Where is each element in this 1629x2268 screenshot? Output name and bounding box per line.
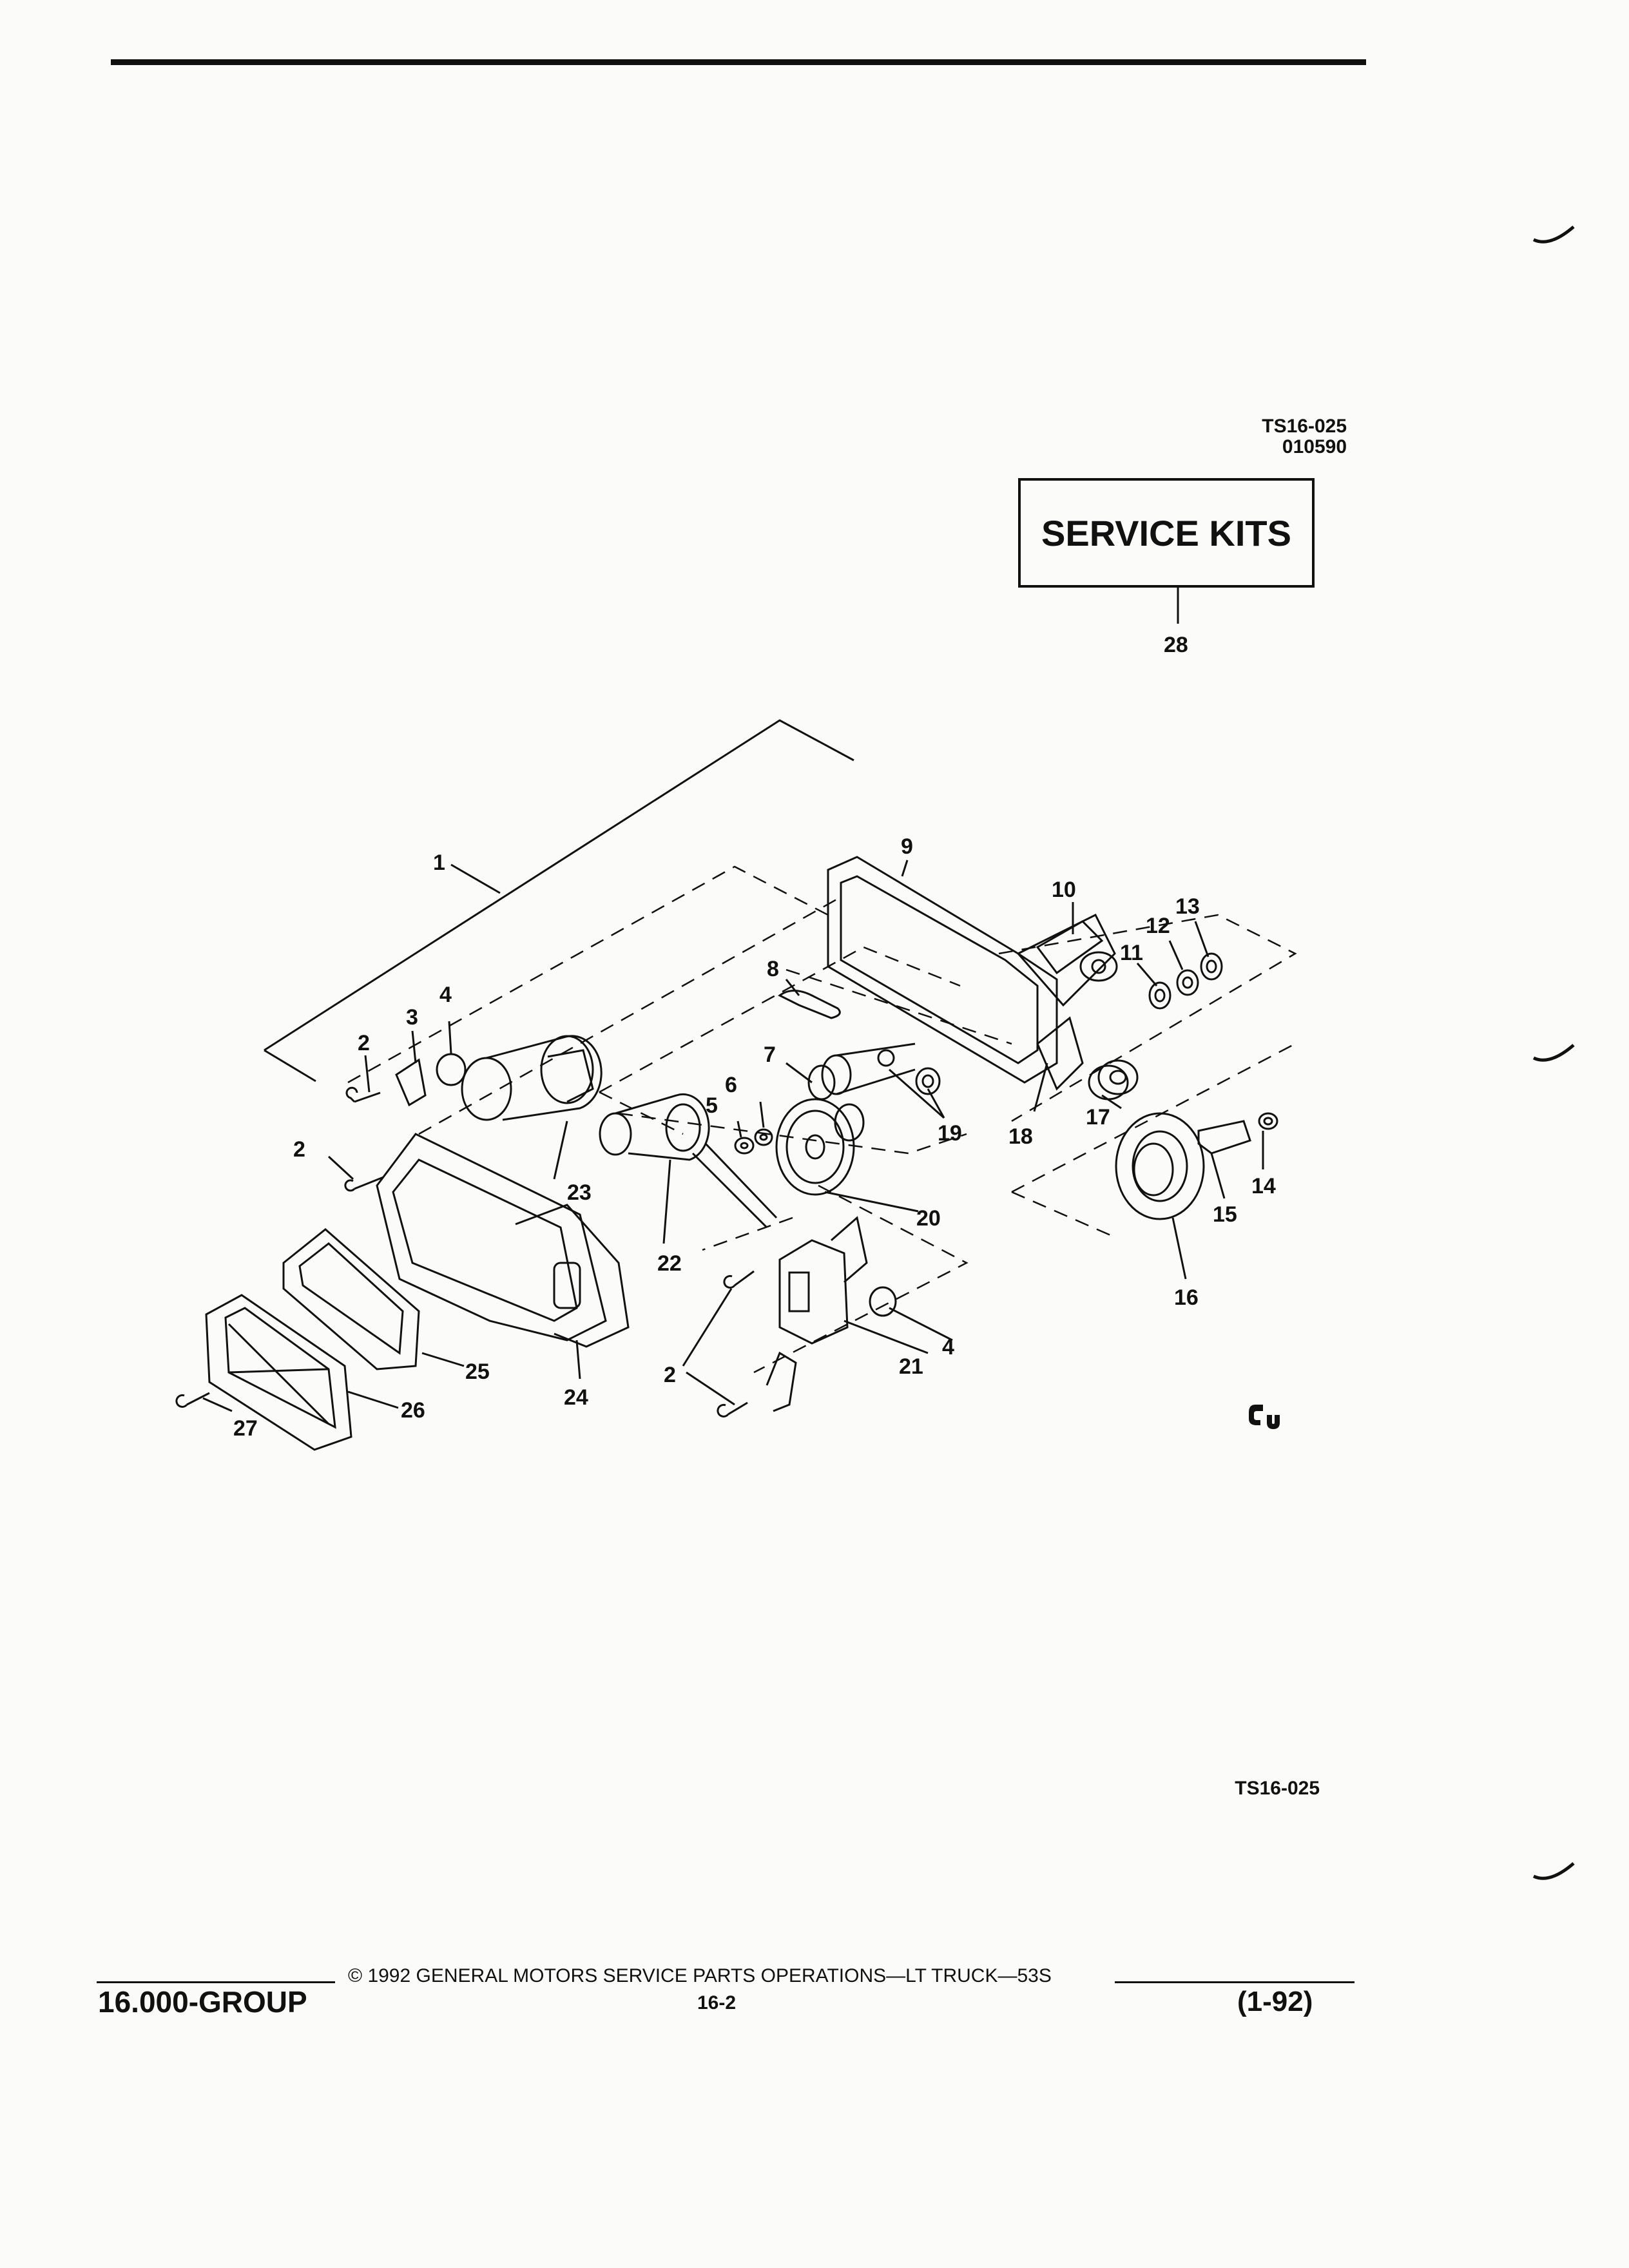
footer-group: 16.000-GROUP [98, 1985, 307, 2019]
part-22-armature [599, 1093, 778, 1229]
part-26-cover [205, 1294, 352, 1451]
part-27-screw [175, 1392, 210, 1408]
part-25-circuit-board [282, 1228, 420, 1370]
callout-6: 6 [725, 1073, 737, 1097]
callout-7: 7 [764, 1043, 776, 1067]
leader-lines [202, 860, 1264, 1412]
callout-23: 23 [567, 1180, 592, 1205]
callout-22: 22 [657, 1251, 682, 1276]
callout-13: 13 [1175, 894, 1200, 919]
footer-copyright: © 1992 GENERAL MOTORS SERVICE PARTS OPER… [348, 1965, 1052, 1986]
part-20-gear [775, 1098, 865, 1196]
figure-code-header: TS16-025 010590 [1211, 416, 1347, 457]
part-10 [1036, 920, 1104, 975]
service-kits-box: SERVICE KITS [1018, 478, 1315, 588]
callout-14: 14 [1251, 1174, 1276, 1198]
callout-8: 8 [767, 957, 779, 981]
part-8-clip [778, 990, 841, 1019]
callout-4: 4 [439, 983, 452, 1007]
washers-11-13 [1148, 952, 1223, 1010]
callout-24: 24 [564, 1385, 588, 1410]
callout-21: 21 [899, 1354, 923, 1379]
callout-18: 18 [1008, 1124, 1033, 1149]
part-2-clip [766, 1351, 797, 1412]
callout-9: 9 [901, 834, 913, 859]
part-16-seal [1115, 1112, 1205, 1220]
assembly-bracket-bottom [264, 1049, 316, 1082]
part-24-gear-housing [376, 1133, 630, 1348]
callout-16: 16 [1174, 1285, 1199, 1310]
dashed-guides [347, 865, 1297, 1374]
figure-code-footer: TS16-025 [1235, 1778, 1320, 1799]
callout-12: 12 [1146, 914, 1170, 938]
callout-2: 2 [293, 1137, 305, 1162]
service-kits-label: SERVICE KITS [1041, 512, 1291, 553]
callout-19: 19 [938, 1121, 962, 1146]
callout-20: 20 [916, 1206, 941, 1231]
callout-17: 17 [1086, 1105, 1110, 1129]
part-21-brush-holder [778, 1216, 868, 1345]
part-4-plug-a [436, 1053, 467, 1086]
part-7-gear [807, 1043, 916, 1100]
callout-26: 26 [401, 1398, 425, 1423]
screws-2 [344, 1086, 755, 1418]
part-3-bracket [395, 1058, 427, 1107]
part-23-motor-can [461, 1035, 602, 1121]
callout-25: 25 [465, 1360, 490, 1384]
part-15-bracket [1197, 1120, 1251, 1155]
callout-3: 3 [406, 1005, 418, 1030]
footer-rule-left [97, 1981, 335, 1983]
top-rule [111, 59, 1366, 65]
callout-labels: 28 1 2 2 2 2 3 4 4 5 6 7 8 9 10 11 12 13… [233, 633, 1276, 1441]
binder-marks [1532, 226, 1575, 1880]
callout-5: 5 [706, 1093, 718, 1118]
footer-revision: (1-92) [1237, 1986, 1313, 2017]
leader-1 [450, 863, 501, 894]
callout-11: 11 [1120, 941, 1143, 965]
callout-4: 4 [942, 1335, 954, 1360]
footer-rule-right [1115, 1981, 1354, 1983]
assembly-bracket-top [264, 719, 854, 1052]
part-4-plug-b [869, 1286, 897, 1317]
callout-10: 10 [1052, 878, 1076, 902]
figure-date: 010590 [1282, 436, 1347, 457]
washers-5-6-19 [734, 1049, 941, 1155]
callout-2: 2 [358, 1031, 370, 1055]
callout-1: 1 [433, 850, 445, 875]
callout-28: 28 [1164, 633, 1188, 657]
footer-page-number: 16-2 [697, 1992, 737, 2013]
part-14-nut [1258, 1112, 1278, 1130]
callout-15: 15 [1213, 1202, 1237, 1227]
part-17-bearing [1088, 1059, 1139, 1100]
callout-27: 27 [233, 1416, 258, 1441]
callout-2: 2 [664, 1363, 676, 1387]
figure-code: TS16-025 [1262, 416, 1347, 437]
gm-mark-icon [1249, 1405, 1280, 1429]
